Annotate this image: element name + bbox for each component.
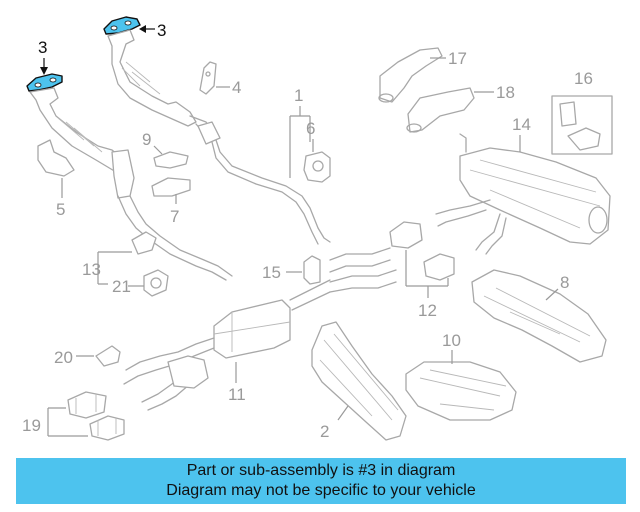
callout-14: 14 (512, 115, 531, 134)
callout-17: 17 (448, 49, 467, 68)
part-4-bracket (199, 61, 217, 95)
callout-20: 10 (442, 331, 461, 350)
banner-line-2: Diagram may not be specific to your vehi… (166, 482, 476, 499)
part-13-hanger (303, 255, 321, 285)
part-3-gasket-left[interactable] (26, 73, 63, 92)
part-9-gasket (151, 177, 191, 197)
callout-6: 6 (306, 119, 315, 138)
part-1-catalytic-converter-left (29, 87, 233, 281)
callout-4: 4 (232, 78, 241, 97)
part-5-bracket (37, 139, 75, 177)
callout-9: 7 (170, 207, 179, 226)
part-17-tail-pipe (378, 47, 443, 103)
banner-line-1: Part or sub-assembly is #3 in diagram (186, 462, 456, 479)
part-10-center-muffler (123, 247, 397, 411)
callout-12: 20 (54, 348, 73, 367)
part-2-bracket (131, 231, 157, 255)
callout-11: 19 (22, 416, 41, 435)
part-6-hanger (303, 151, 331, 183)
part-16-hanger-kit (551, 95, 613, 155)
callout-3-left: 3 (38, 38, 47, 57)
part-3-gasket-upper[interactable] (103, 16, 141, 35)
part-15-clamp-lower (423, 253, 455, 281)
callout-3-left-leader (40, 58, 48, 75)
callout-21: 8 (560, 273, 569, 292)
callout-7: 21 (112, 277, 131, 296)
part-7-clamp (143, 269, 169, 297)
callout-3-upper: 3 (157, 21, 166, 40)
part-15-clamp-upper (389, 221, 423, 249)
callout-13: 15 (262, 263, 281, 282)
part-8-gasket (153, 151, 189, 169)
part-14-rear-muffler (435, 133, 611, 255)
callout-15: 12 (418, 301, 437, 320)
callout-1-bracket (289, 106, 311, 178)
part-12-bracket (95, 345, 121, 367)
callout-16: 16 (574, 69, 593, 88)
callout-5: 5 (56, 200, 65, 219)
part-18-tail-pipe (406, 87, 475, 133)
callout-18: 18 (496, 83, 515, 102)
part-21-heat-shield (471, 269, 607, 363)
callout-2: 13 (82, 260, 101, 279)
info-banner: Part or sub-assembly is #3 in diagram Di… (16, 458, 626, 504)
part-11-clamp-lower (89, 415, 125, 441)
callout-1: 1 (294, 86, 303, 105)
part-1-catalytic-converter-right (107, 29, 331, 245)
callout-10: 11 (228, 385, 246, 404)
callout-19: 2 (320, 422, 329, 441)
part-19-heat-shield (311, 321, 407, 441)
part-20-heat-shield (405, 361, 517, 421)
callout-3-upper-leader (139, 25, 155, 33)
callout-8: 9 (142, 130, 151, 149)
part-11-clamp-upper (67, 391, 107, 419)
exhaust-parts-diagram: 3 3 1 6 4 5 (22, 16, 613, 441)
